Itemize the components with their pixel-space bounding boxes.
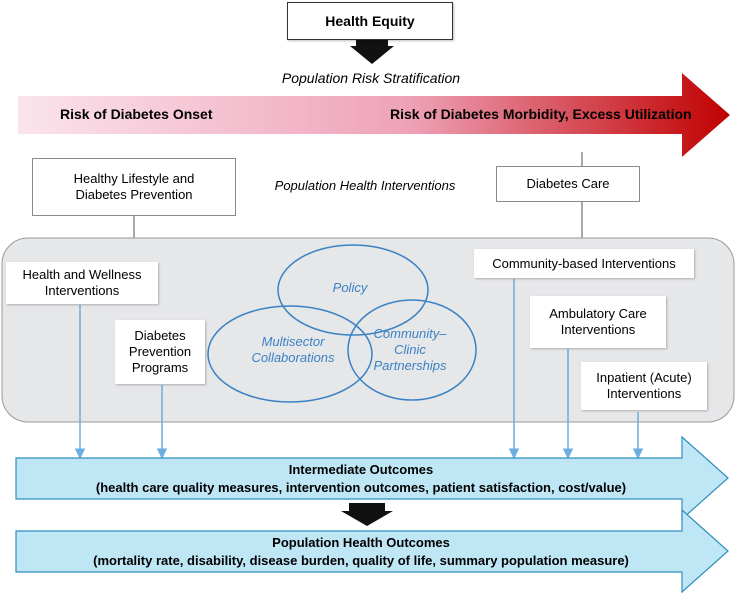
risk-onset-label: Risk of Diabetes Onset <box>60 106 213 122</box>
venn-circle-policy <box>277 244 429 336</box>
health-equity-label: Health Equity <box>325 13 415 29</box>
healthy-lifestyle-box: Healthy Lifestyle and Diabetes Preventio… <box>32 158 236 216</box>
ambulatory-box: Ambulatory Care Interventions <box>530 296 666 348</box>
middle-arrow-stem <box>349 503 385 511</box>
inpatient-box: Inpatient (Acute) Interventions <box>581 362 707 410</box>
intermediate-outcomes-title: Intermediate Outcomes <box>288 462 434 477</box>
diabetes-care-box: Diabetes Care <box>496 166 640 202</box>
down-arrow-icon <box>350 46 394 64</box>
venn-circle-multisector <box>207 305 373 403</box>
venn-circle-community-clinic <box>347 299 477 401</box>
population-outcomes-arrow <box>15 508 729 594</box>
health-wellness-label: Health and Wellness Interventions <box>22 267 142 298</box>
risk-morbidity-label: Risk of Diabetes Morbidity, Excess Utili… <box>390 106 692 122</box>
community-based-box: Community-based Interventions <box>474 249 694 278</box>
intermediate-outcomes-detail: (health care quality measures, intervent… <box>95 480 627 495</box>
diabetes-care-label: Diabetes Care <box>526 176 610 191</box>
dpp-box: Diabetes Prevention Programs <box>115 320 205 384</box>
community-based-label: Community-based Interventions <box>492 255 676 271</box>
down-arrow-stem <box>356 40 388 47</box>
venn-multisector-label: Multisector Collaborations <box>251 334 335 365</box>
healthy-lifestyle-label: Healthy Lifestyle and Diabetes Preventio… <box>73 171 195 202</box>
population-outcomes-title: Population Health Outcomes <box>272 535 450 550</box>
venn-community-clinic-label: Community–Clinic Partnerships <box>373 326 447 373</box>
risk-gradient-arrow <box>18 73 730 157</box>
inpatient-label: Inpatient (Acute) Interventions <box>596 370 692 401</box>
intermediate-outcomes-arrow <box>15 435 729 521</box>
population-outcomes-detail: (mortality rate, disability, disease bur… <box>93 553 629 568</box>
health-equity-box: Health Equity <box>287 2 453 40</box>
health-wellness-box: Health and Wellness Interventions <box>6 262 158 304</box>
ambulatory-label: Ambulatory Care Interventions <box>549 306 647 337</box>
population-health-interventions-label: Population Health Interventions <box>274 178 456 193</box>
middle-down-arrow-icon <box>341 511 393 526</box>
venn-policy-label: Policy <box>332 280 368 295</box>
dpp-label: Diabetes Prevention Programs <box>128 328 192 375</box>
risk-stratification-label: Population Risk Stratification <box>281 70 461 86</box>
